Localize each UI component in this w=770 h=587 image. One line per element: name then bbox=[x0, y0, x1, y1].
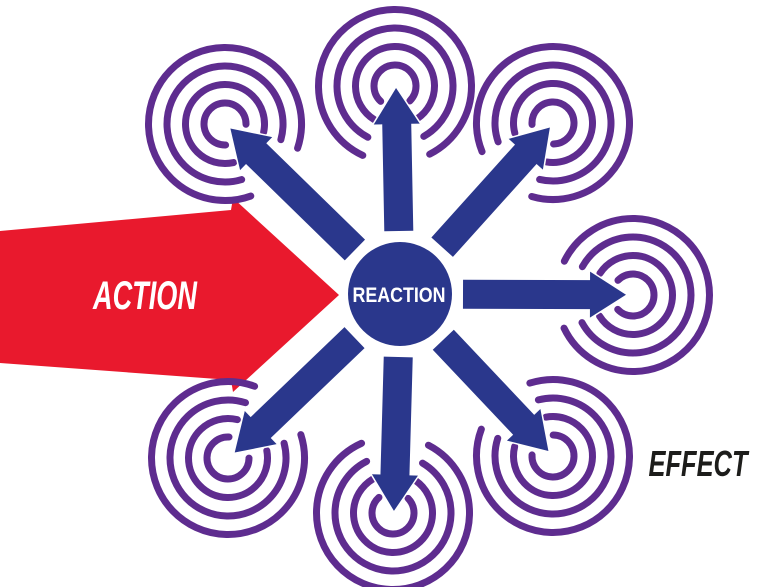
ripple-ring bbox=[368, 488, 418, 538]
arrow-down bbox=[369, 355, 421, 514]
ripple-ring bbox=[163, 62, 287, 186]
reaction-circle bbox=[348, 242, 452, 346]
ripple-ring bbox=[473, 43, 633, 203]
arrow-down-left bbox=[232, 325, 367, 455]
arrow-up-left-shape bbox=[228, 126, 368, 263]
action-arrow bbox=[0, 198, 339, 392]
ripple-ring bbox=[608, 270, 658, 320]
ripple-ring bbox=[145, 44, 305, 204]
ripple-ring bbox=[571, 233, 695, 357]
ripple-ring bbox=[528, 431, 578, 481]
ripple-bottom bbox=[313, 433, 473, 587]
reaction-label: REACTION bbox=[353, 284, 446, 307]
ripple-ring bbox=[528, 98, 578, 148]
arrow-right-shape bbox=[461, 268, 629, 321]
ripple-top-left bbox=[145, 44, 305, 204]
ripple-ring bbox=[185, 415, 271, 501]
ripple-ring bbox=[590, 252, 676, 338]
ripple-ring bbox=[352, 43, 438, 129]
ripple-ring bbox=[333, 24, 457, 148]
ripple-top-right bbox=[473, 43, 633, 203]
action-label: ACTION bbox=[92, 274, 197, 318]
ripple-right bbox=[553, 215, 713, 375]
ripple-ring bbox=[315, 6, 475, 166]
arrow-right bbox=[461, 268, 629, 321]
ripple-ring bbox=[203, 433, 253, 483]
ripple-ring bbox=[313, 433, 473, 587]
ripple-ring bbox=[350, 470, 436, 556]
arrow-down-right bbox=[430, 327, 551, 453]
ripple-bottom-right bbox=[473, 376, 633, 536]
ripple-bottom-left bbox=[148, 378, 308, 538]
arrow-up-right-shape bbox=[429, 125, 552, 260]
ripple-top bbox=[315, 6, 475, 166]
ripple-ring bbox=[166, 396, 290, 520]
arrow-down-right-shape bbox=[430, 327, 551, 453]
ripple-ring bbox=[510, 413, 596, 499]
ripple-ring bbox=[510, 80, 596, 166]
ripple-ring bbox=[491, 394, 615, 518]
ripple-ring bbox=[200, 99, 250, 149]
ripple-ring bbox=[148, 378, 308, 538]
ripple-ring bbox=[553, 215, 713, 375]
arrow-down-left-shape bbox=[232, 325, 367, 455]
ripple-ring bbox=[473, 376, 633, 536]
arrow-down-shape bbox=[369, 355, 421, 514]
arrow-up-left bbox=[228, 126, 368, 263]
reaction-arrows-layer bbox=[228, 85, 629, 514]
arrow-up-shape bbox=[371, 85, 423, 233]
effect-label: EFFECT bbox=[649, 443, 750, 484]
ripple-ring bbox=[491, 61, 615, 185]
ripple-ring bbox=[331, 451, 455, 575]
arrow-up bbox=[371, 85, 423, 233]
ripple-ring bbox=[370, 61, 420, 111]
arrow-up-right bbox=[429, 125, 552, 260]
ripples-layer bbox=[145, 6, 713, 587]
ripple-ring bbox=[182, 81, 268, 167]
